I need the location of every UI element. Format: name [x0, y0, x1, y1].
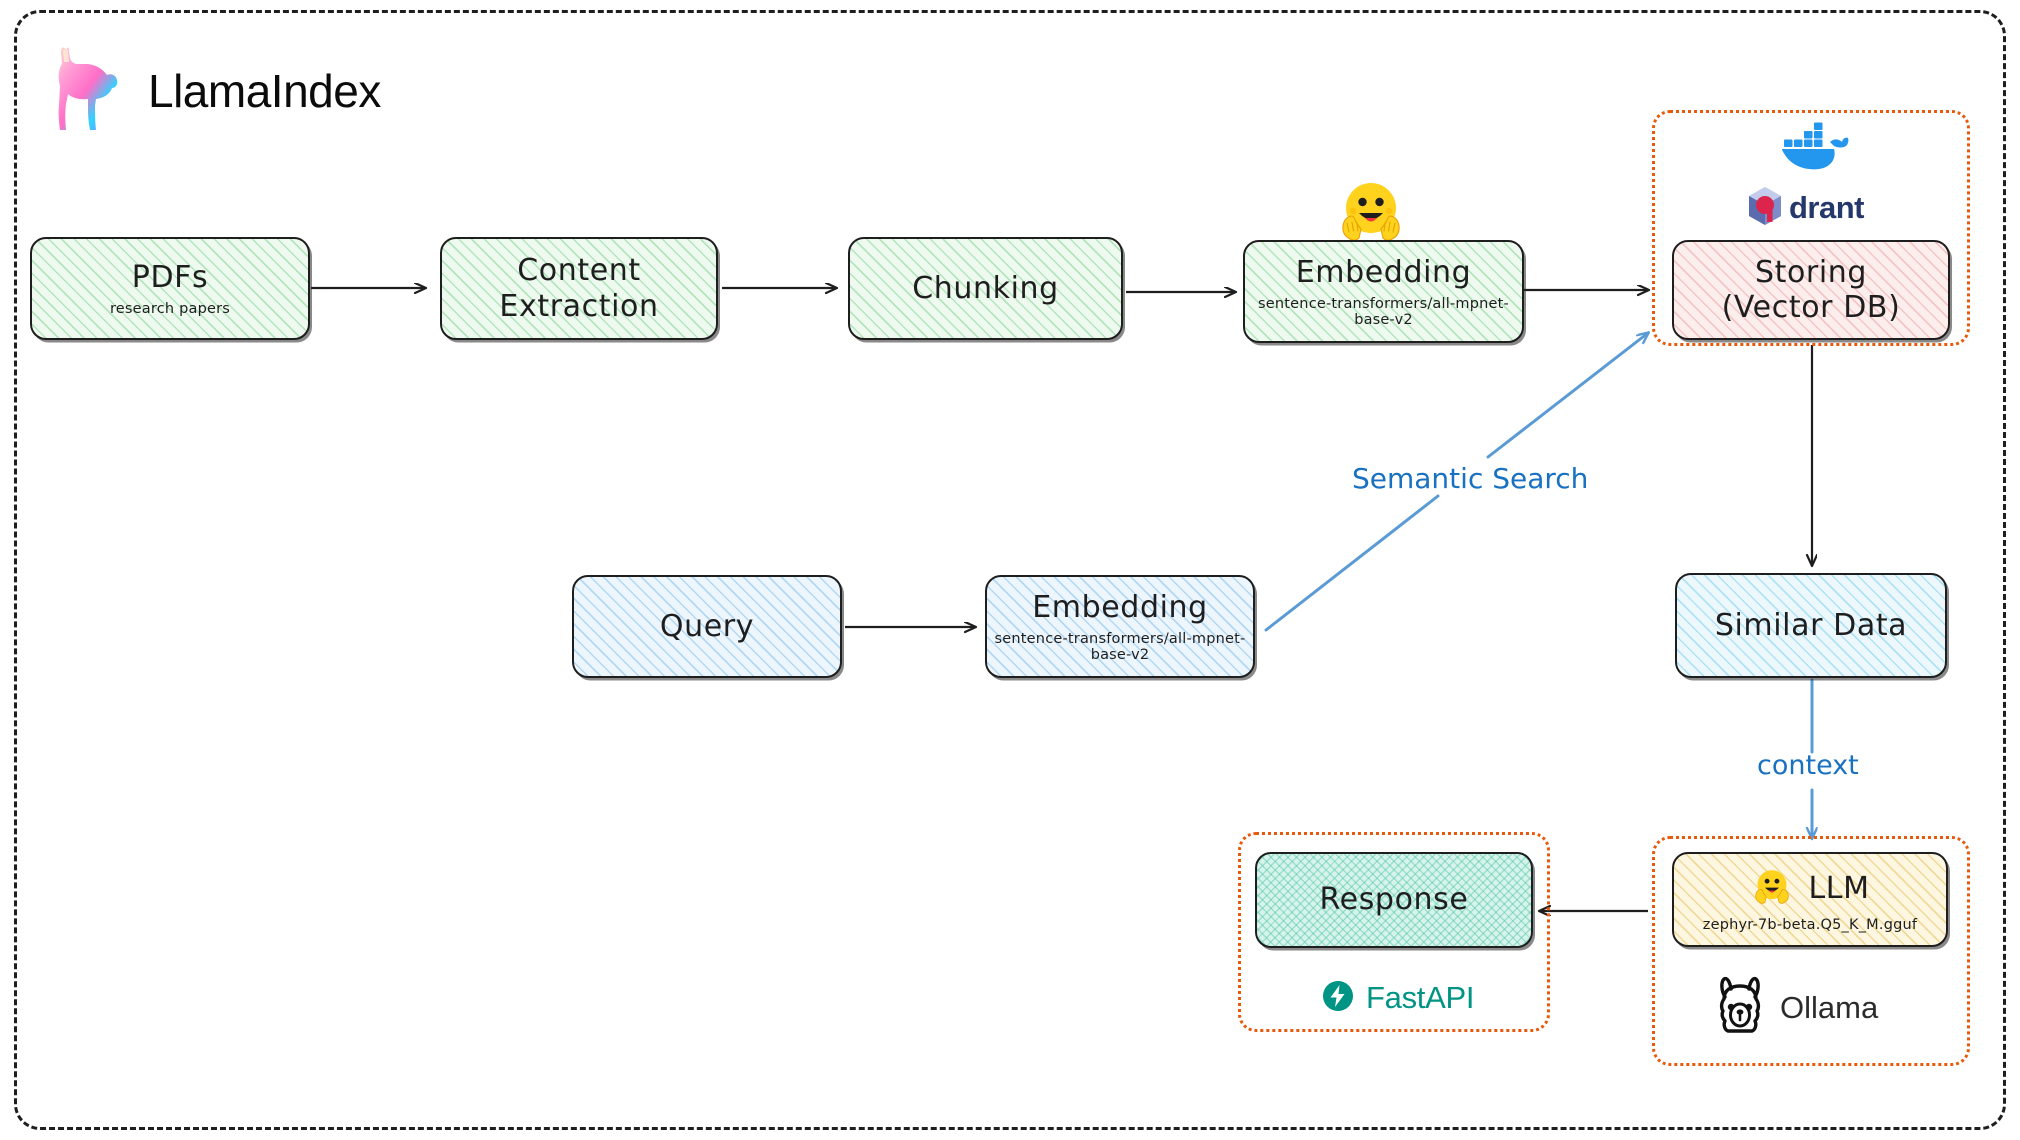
- node-llm[interactable]: LLM zephyr-7b-beta.Q5_K_M.gguf: [1672, 852, 1948, 947]
- llama-gradient-icon: [48, 44, 126, 138]
- fastapi-label: FastAPI: [1366, 980, 1475, 1015]
- qdrant-logo: drant: [1745, 185, 1865, 231]
- node-similar-data[interactable]: Similar Data: [1675, 573, 1947, 678]
- hugging-face-emoji: [1750, 867, 1794, 911]
- ollama-llama-icon: [1712, 975, 1768, 1041]
- node-storing-title: Storing (Vector DB): [1721, 254, 1901, 325]
- node-content-extraction-title: Content Extraction: [499, 253, 659, 324]
- brand-header: LlamaIndex: [48, 44, 381, 138]
- node-llm-model: zephyr-7b-beta.Q5_K_M.gguf: [1702, 916, 1918, 933]
- fastapi-bolt-icon: [1322, 980, 1354, 1016]
- fastapi-logo: FastAPI: [1322, 980, 1474, 1016]
- docker-icon: [1780, 120, 1850, 176]
- node-embedding[interactable]: Embedding sentence-transformers/all-mpne…: [1243, 240, 1524, 343]
- node-response-title: Response: [1319, 882, 1469, 918]
- qdrant-cube-icon: [1745, 185, 1785, 231]
- node-embedding-title: Embedding: [1295, 254, 1472, 290]
- node-response[interactable]: Response: [1255, 852, 1533, 948]
- edge-label-context: context: [1757, 750, 1859, 781]
- ollama-logo: Ollama: [1712, 975, 1878, 1041]
- node-pdfs-subtitle: research papers: [109, 301, 231, 318]
- qdrant-wordmark: drant: [1789, 190, 1865, 225]
- vector-db-container: [1652, 110, 1970, 346]
- node-similar-data-title: Similar Data: [1714, 607, 1908, 643]
- response-container: [1238, 832, 1550, 1032]
- ollama-label: Ollama: [1780, 990, 1879, 1025]
- node-pdfs[interactable]: PDFs research papers: [30, 237, 310, 340]
- node-storing[interactable]: Storing (Vector DB): [1672, 240, 1950, 340]
- node-pdfs-title: PDFs: [131, 259, 209, 295]
- hugging-face-emoji: [1333, 178, 1409, 250]
- node-query-title: Query: [659, 608, 755, 644]
- diagram-frame: [14, 10, 2006, 1130]
- node-query-embedding-title: Embedding: [1032, 589, 1208, 625]
- node-query[interactable]: Query: [572, 575, 842, 678]
- llm-container: [1652, 836, 1970, 1066]
- brand-name: LlamaIndex: [148, 65, 381, 117]
- node-embedding-model: sentence-transformers/all-mpnet-base-v2: [1258, 296, 1509, 329]
- node-llm-title: LLM: [1808, 870, 1870, 906]
- node-query-embedding-model: sentence-transformers/all-mpnet-base-v2: [994, 631, 1246, 664]
- node-content-extraction[interactable]: Content Extraction: [440, 237, 718, 340]
- node-chunking[interactable]: Chunking: [848, 237, 1123, 340]
- node-query-embedding[interactable]: Embedding sentence-transformers/all-mpne…: [985, 575, 1255, 678]
- edge-label-semantic-search: Semantic Search: [1352, 462, 1589, 495]
- node-chunking-title: Chunking: [912, 270, 1059, 306]
